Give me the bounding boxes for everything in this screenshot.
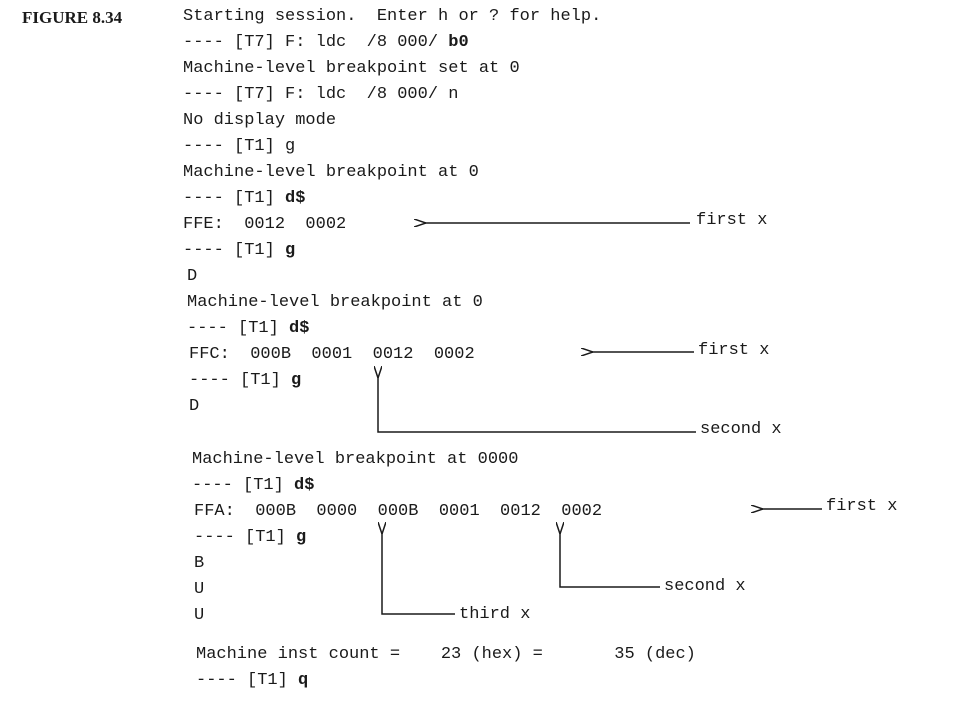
session-line: FFA: 000B 0000 000B 0001 0012 0002: [194, 502, 603, 521]
session-line: ---- [T1] q: [196, 671, 309, 690]
session-line: ---- [T7] F: ldc /8 000/ n: [183, 85, 459, 104]
annotation-label: third x: [459, 605, 531, 624]
annotation-label: first x: [698, 341, 770, 360]
session-line: Machine-level breakpoint at 0000: [192, 450, 519, 469]
session-line: Machine inst count = 23 (hex) = 35 (dec): [196, 645, 696, 664]
annotation-label: second x: [700, 420, 782, 439]
session-line: Machine-level breakpoint set at 0: [183, 59, 520, 78]
session-line: ---- [T1] g: [183, 241, 296, 260]
session-line: U: [194, 580, 205, 599]
session-line: ---- [T1] d$: [187, 319, 310, 338]
arrow-ffc-second-x: [378, 377, 696, 433]
session-line: Machine-level breakpoint at 0: [183, 163, 479, 182]
session-line: No display mode: [183, 111, 337, 130]
session-line: FFE: 0012 0002: [183, 215, 347, 234]
figure-label: FIGURE 8.34: [22, 8, 123, 27]
session-line: FFC: 000B 0001 0012 0002: [189, 345, 475, 364]
session-line: ---- [T1] d$: [192, 476, 315, 495]
session-line: ---- [T1] g: [189, 371, 302, 390]
session-line: ---- [T7] F: ldc /8 000/ b0: [183, 33, 469, 52]
annotation-label: first x: [696, 211, 768, 230]
session-line: D: [187, 267, 198, 286]
session-line: Machine-level breakpoint at 0: [187, 293, 483, 312]
annotation-label: first x: [826, 497, 898, 516]
session-line: Starting session. Enter h or ? for help.: [183, 7, 602, 26]
session-line: ---- [T1] d$: [183, 189, 306, 208]
session-line: B: [194, 554, 205, 573]
arrow-ffa-second-x: [560, 533, 660, 588]
session-line: ---- [T1] g: [183, 137, 296, 156]
session-line: U: [194, 606, 205, 625]
annotation-label: second x: [664, 577, 746, 596]
session-line: D: [189, 397, 200, 416]
session-line: ---- [T1] g: [194, 528, 307, 547]
arrow-ffa-third-x: [382, 533, 455, 615]
